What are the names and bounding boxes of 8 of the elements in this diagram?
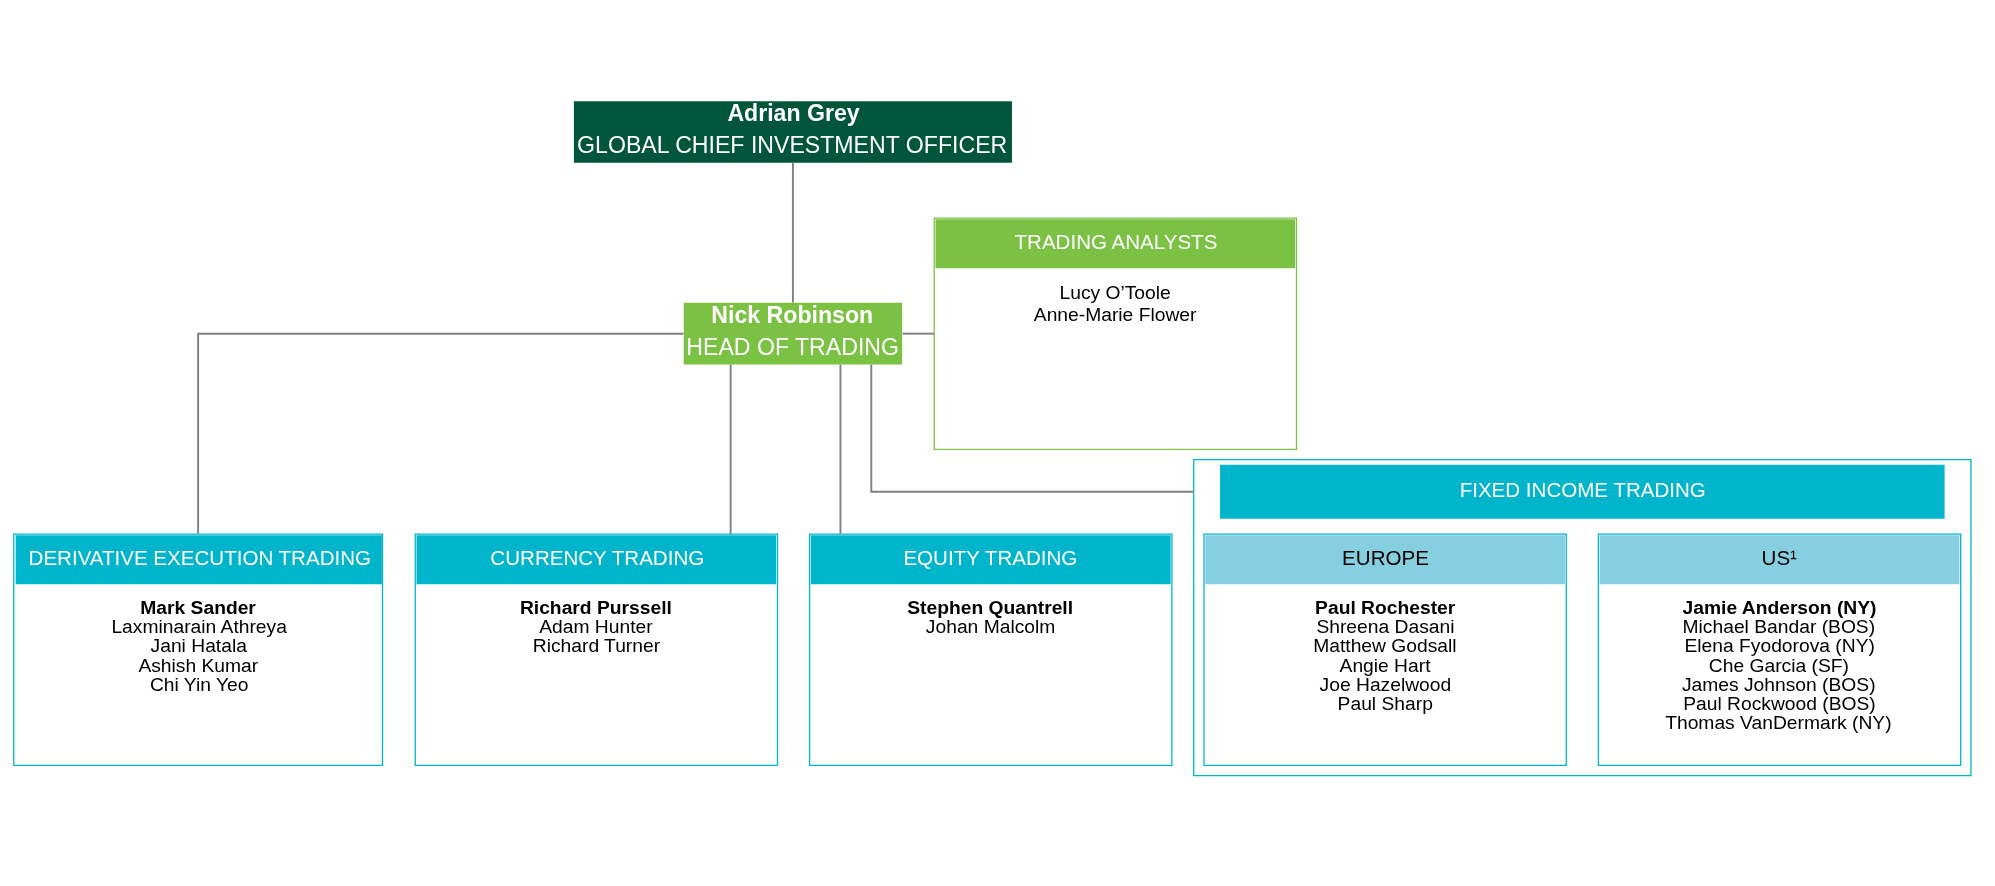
connector [729, 363, 732, 535]
connector [791, 161, 794, 304]
connector [839, 363, 842, 535]
node-box: Adrian Grey GLOBAL CHIEF INVESTMENT OFFICER [573, 100, 1012, 163]
connector [870, 363, 1195, 493]
connector [197, 332, 685, 535]
node-box: Nick Robinson HEAD OF TRADING [683, 302, 903, 364]
connector [901, 332, 935, 335]
